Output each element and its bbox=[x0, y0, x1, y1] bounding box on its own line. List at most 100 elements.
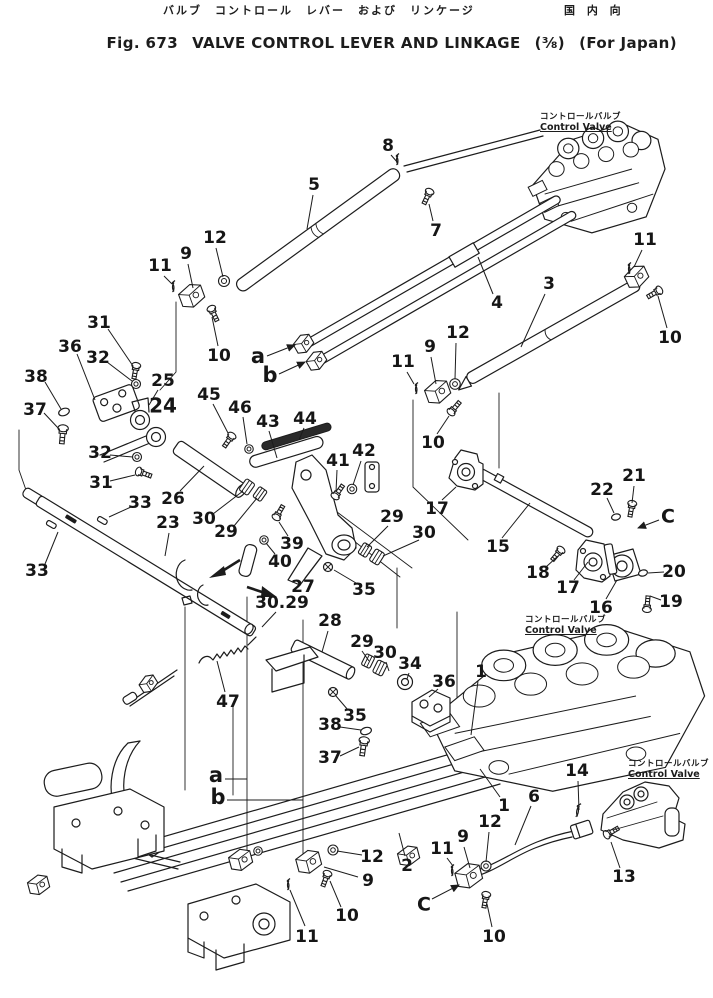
leader-line-36 bbox=[428, 688, 439, 698]
leader-line-7 bbox=[428, 203, 434, 222]
part-label-C: C bbox=[417, 894, 431, 916]
leader-line-21 bbox=[631, 485, 635, 504]
leader-line-9 bbox=[187, 263, 194, 289]
part-label-11: 11 bbox=[633, 230, 657, 250]
part-label-39: 39 bbox=[280, 534, 304, 554]
part-label-41: 41 bbox=[326, 451, 350, 471]
part-label-3: 3 bbox=[543, 274, 555, 294]
part-label-44: 44 bbox=[293, 409, 317, 429]
control-valve-1 bbox=[527, 120, 666, 234]
part-label-21: 21 bbox=[622, 466, 646, 486]
leader-line-31 bbox=[109, 474, 136, 482]
leader-line-8 bbox=[390, 154, 399, 164]
leader-line-12 bbox=[215, 247, 224, 278]
leader-line-28 bbox=[321, 630, 329, 653]
leader-line-11 bbox=[446, 857, 454, 867]
part-label-32: 32 bbox=[86, 348, 110, 368]
leader-line-43 bbox=[268, 430, 278, 459]
leader-line-27 bbox=[304, 556, 322, 579]
part-label-33: 33 bbox=[25, 561, 49, 581]
mount-bracket-right bbox=[187, 883, 291, 971]
leader-line-30.29 bbox=[261, 611, 277, 628]
leader-line-38 bbox=[44, 381, 62, 410]
part-label-46: 46 bbox=[228, 398, 252, 418]
part-label-26: 26 bbox=[161, 489, 185, 509]
part-label-12: 12 bbox=[478, 812, 502, 832]
rod-5 bbox=[235, 168, 401, 292]
bellcrank-assembly bbox=[175, 422, 386, 664]
part-label-30: 30 bbox=[192, 509, 216, 529]
leader-line-3 bbox=[520, 293, 546, 348]
part-label-5: 5 bbox=[308, 175, 320, 195]
control-valve-label-jp: コントロールバルブ bbox=[540, 112, 622, 122]
reference-arrow-a bbox=[266, 344, 296, 357]
rod-3 bbox=[458, 279, 641, 391]
leader-line-36 bbox=[76, 353, 96, 401]
leader-line-10 bbox=[436, 415, 450, 435]
part-label-25: 25 bbox=[151, 371, 175, 391]
part-label-31: 31 bbox=[87, 313, 111, 333]
figure-region-note: 国 内 向 bbox=[564, 4, 625, 17]
leader-line-9 bbox=[323, 866, 359, 878]
leader-line-11 bbox=[633, 249, 643, 268]
leader-line-46 bbox=[242, 416, 248, 445]
part-label-30: 30 bbox=[373, 643, 397, 663]
part-label-4: 4 bbox=[491, 293, 503, 313]
part-label-38: 38 bbox=[318, 715, 342, 735]
leader-line-19 bbox=[649, 595, 662, 601]
leader-line-18 bbox=[545, 555, 559, 568]
leader-line-17 bbox=[441, 486, 457, 501]
part-label-11: 11 bbox=[295, 927, 319, 947]
part-label-11: 11 bbox=[430, 839, 454, 859]
part-label-19: 19 bbox=[659, 592, 683, 612]
leader-line-23 bbox=[164, 532, 170, 557]
figure-market-note: (For Japan) bbox=[579, 34, 677, 52]
part-label-31: 31 bbox=[89, 473, 113, 493]
leader-line-12 bbox=[454, 342, 457, 380]
leader-line-11 bbox=[406, 371, 415, 385]
part-label-15: 15 bbox=[486, 537, 510, 557]
leader-line-11 bbox=[163, 275, 173, 285]
leader-line-40 bbox=[265, 542, 276, 555]
leader-line-9 bbox=[430, 356, 437, 385]
part-label-b: b bbox=[262, 363, 277, 387]
part-label-22: 22 bbox=[590, 480, 614, 500]
leader-line-16 bbox=[605, 579, 618, 600]
leader-line-10 bbox=[486, 903, 493, 928]
leader-line-1 bbox=[470, 680, 479, 736]
part-label-12: 12 bbox=[360, 847, 384, 867]
part-label-b: b bbox=[210, 785, 225, 809]
control-valve-label-jp: コントロールバルブ bbox=[525, 615, 607, 625]
part-label-11: 11 bbox=[391, 352, 415, 372]
part-label-38: 38 bbox=[24, 367, 48, 387]
control-valve-label-en: Control Valve bbox=[540, 121, 612, 133]
part-label-1: 1 bbox=[475, 662, 487, 682]
part-label-35: 35 bbox=[343, 706, 367, 726]
leader-line-10 bbox=[329, 880, 342, 908]
leader-line-30 bbox=[382, 539, 420, 557]
part-label-17: 17 bbox=[556, 578, 580, 598]
leader-line-11 bbox=[289, 889, 306, 927]
mount-bracket-left bbox=[43, 762, 165, 874]
rod-4-sleeve bbox=[448, 242, 480, 268]
part-label-27: 27 bbox=[291, 577, 315, 597]
part-label-9: 9 bbox=[362, 871, 374, 891]
part-label-10: 10 bbox=[335, 906, 359, 926]
reference-arrow-C bbox=[431, 884, 460, 900]
figure-number: Fig. 673 bbox=[106, 34, 179, 52]
leader-line-29 bbox=[361, 650, 370, 662]
leader-line-30 bbox=[385, 661, 390, 672]
part-label-12: 12 bbox=[203, 228, 227, 248]
figure-sheet-fraction: (⅜) bbox=[534, 34, 566, 52]
part-label-35: 35 bbox=[352, 580, 376, 600]
leader-line-15 bbox=[501, 502, 531, 539]
leader-line-29 bbox=[366, 525, 389, 548]
part-label-29: 29 bbox=[380, 507, 404, 527]
leader-line-35 bbox=[335, 695, 349, 711]
part-label-1: 1 bbox=[498, 796, 510, 816]
leader-line-32 bbox=[109, 454, 134, 458]
part-label-29: 29 bbox=[214, 522, 238, 542]
part-label-a: a bbox=[251, 344, 265, 368]
